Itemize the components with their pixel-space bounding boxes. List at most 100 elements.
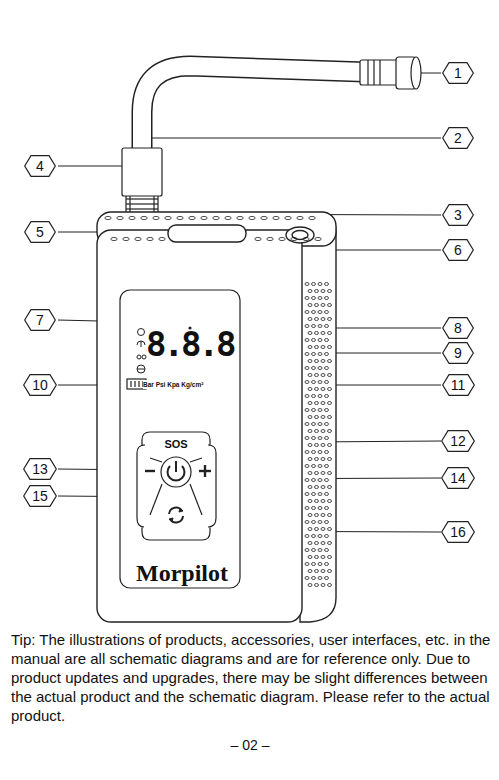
vent-holes [315, 290, 319, 293]
vent-holes [321, 444, 325, 447]
vent-holes [117, 216, 123, 219]
vent-holes [325, 409, 329, 412]
vent-holes [328, 500, 332, 503]
vent-holes [291, 237, 297, 240]
mode-icons [137, 355, 141, 359]
callout-number: 15 [23, 485, 57, 507]
callout-text: 8 [442, 317, 474, 339]
callout-outline [25, 222, 56, 243]
vent-holes [328, 374, 332, 377]
vent-holes [305, 465, 309, 468]
vent-holes [315, 570, 319, 573]
vent-holes [325, 311, 329, 314]
mode-icons [137, 369, 145, 370]
vent-holes [318, 577, 322, 580]
vent-holes [328, 486, 332, 489]
mode-icons [142, 355, 146, 359]
vent-holes [312, 521, 316, 524]
vent-holes [308, 360, 312, 363]
vent-holes [318, 409, 322, 412]
callout-number: 1 [442, 62, 474, 84]
callout-outline [443, 63, 474, 84]
vent-holes [305, 577, 309, 580]
vent-holes [312, 311, 316, 314]
control-pad [137, 432, 216, 540]
vent-holes [325, 437, 329, 440]
vent-holes [328, 402, 332, 405]
vent-holes [328, 388, 332, 391]
vent-holes [308, 388, 312, 391]
control-pad [169, 508, 183, 523]
vent-holes [312, 367, 316, 370]
vent-holes [305, 423, 309, 426]
vent-holes [308, 444, 312, 447]
callout-number: 2 [442, 127, 474, 149]
vent-holes [305, 479, 309, 482]
vent-holes [318, 395, 322, 398]
vent-holes [312, 563, 316, 566]
note-text: Tip: The illustrations of products, acce… [11, 630, 493, 725]
vent-holes [325, 465, 329, 468]
callout-text: 9 [442, 342, 474, 364]
control-pad [169, 508, 183, 522]
housing [300, 214, 336, 622]
vent-holes [318, 493, 322, 496]
vent-holes [189, 216, 195, 219]
vent-holes [308, 514, 312, 517]
vent-holes [261, 216, 267, 219]
nozzle [360, 57, 421, 89]
vent-holes [273, 216, 279, 219]
vent-holes [325, 381, 329, 384]
vent-holes [312, 325, 316, 328]
vent-holes [305, 535, 309, 538]
vent-holes [305, 381, 309, 384]
leader-line [152, 138, 441, 139]
vent-holes [318, 311, 322, 314]
vent-holes [312, 451, 316, 454]
vent-holes [315, 472, 319, 475]
vent-holes [312, 297, 316, 300]
vent-holes [318, 535, 322, 538]
nozzle [373, 60, 374, 85]
vent-holes [328, 444, 332, 447]
vent-holes [308, 318, 312, 321]
vent-holes [308, 486, 312, 489]
mode-icons [137, 365, 145, 373]
housing [168, 225, 246, 242]
vent-holes [111, 237, 117, 240]
vent-holes [321, 388, 325, 391]
vent-holes [328, 318, 332, 321]
vent-holes [321, 486, 325, 489]
vent-holes [328, 416, 332, 419]
vent-holes [135, 237, 141, 240]
vent-holes [315, 430, 319, 433]
vent-holes [318, 507, 322, 510]
vent-holes [325, 549, 329, 552]
hose [142, 66, 365, 150]
vent-holes [315, 514, 319, 517]
callout-number: 5 [24, 221, 56, 243]
vent-holes [129, 216, 135, 219]
callout-outline [24, 375, 57, 396]
vent-holes [315, 556, 319, 559]
vent-holes [325, 367, 329, 370]
vent-holes [312, 381, 316, 384]
battery-icon [138, 381, 139, 387]
vent-holes [315, 332, 319, 335]
callout-number: 8 [442, 317, 474, 339]
vent-holes [305, 521, 309, 524]
control-pad [150, 458, 162, 462]
housing [292, 231, 308, 240]
vent-holes [321, 304, 325, 307]
vent-holes [321, 514, 325, 517]
vent-holes [321, 472, 325, 475]
vent-holes [308, 584, 312, 587]
vent-holes [308, 556, 312, 559]
callout-text: 14 [441, 467, 475, 489]
vent-holes [321, 332, 325, 335]
control-pad [190, 458, 202, 462]
callout-outline [443, 240, 474, 261]
vent-holes [328, 542, 332, 545]
vent-holes [315, 528, 319, 531]
callout-outline [443, 343, 474, 364]
